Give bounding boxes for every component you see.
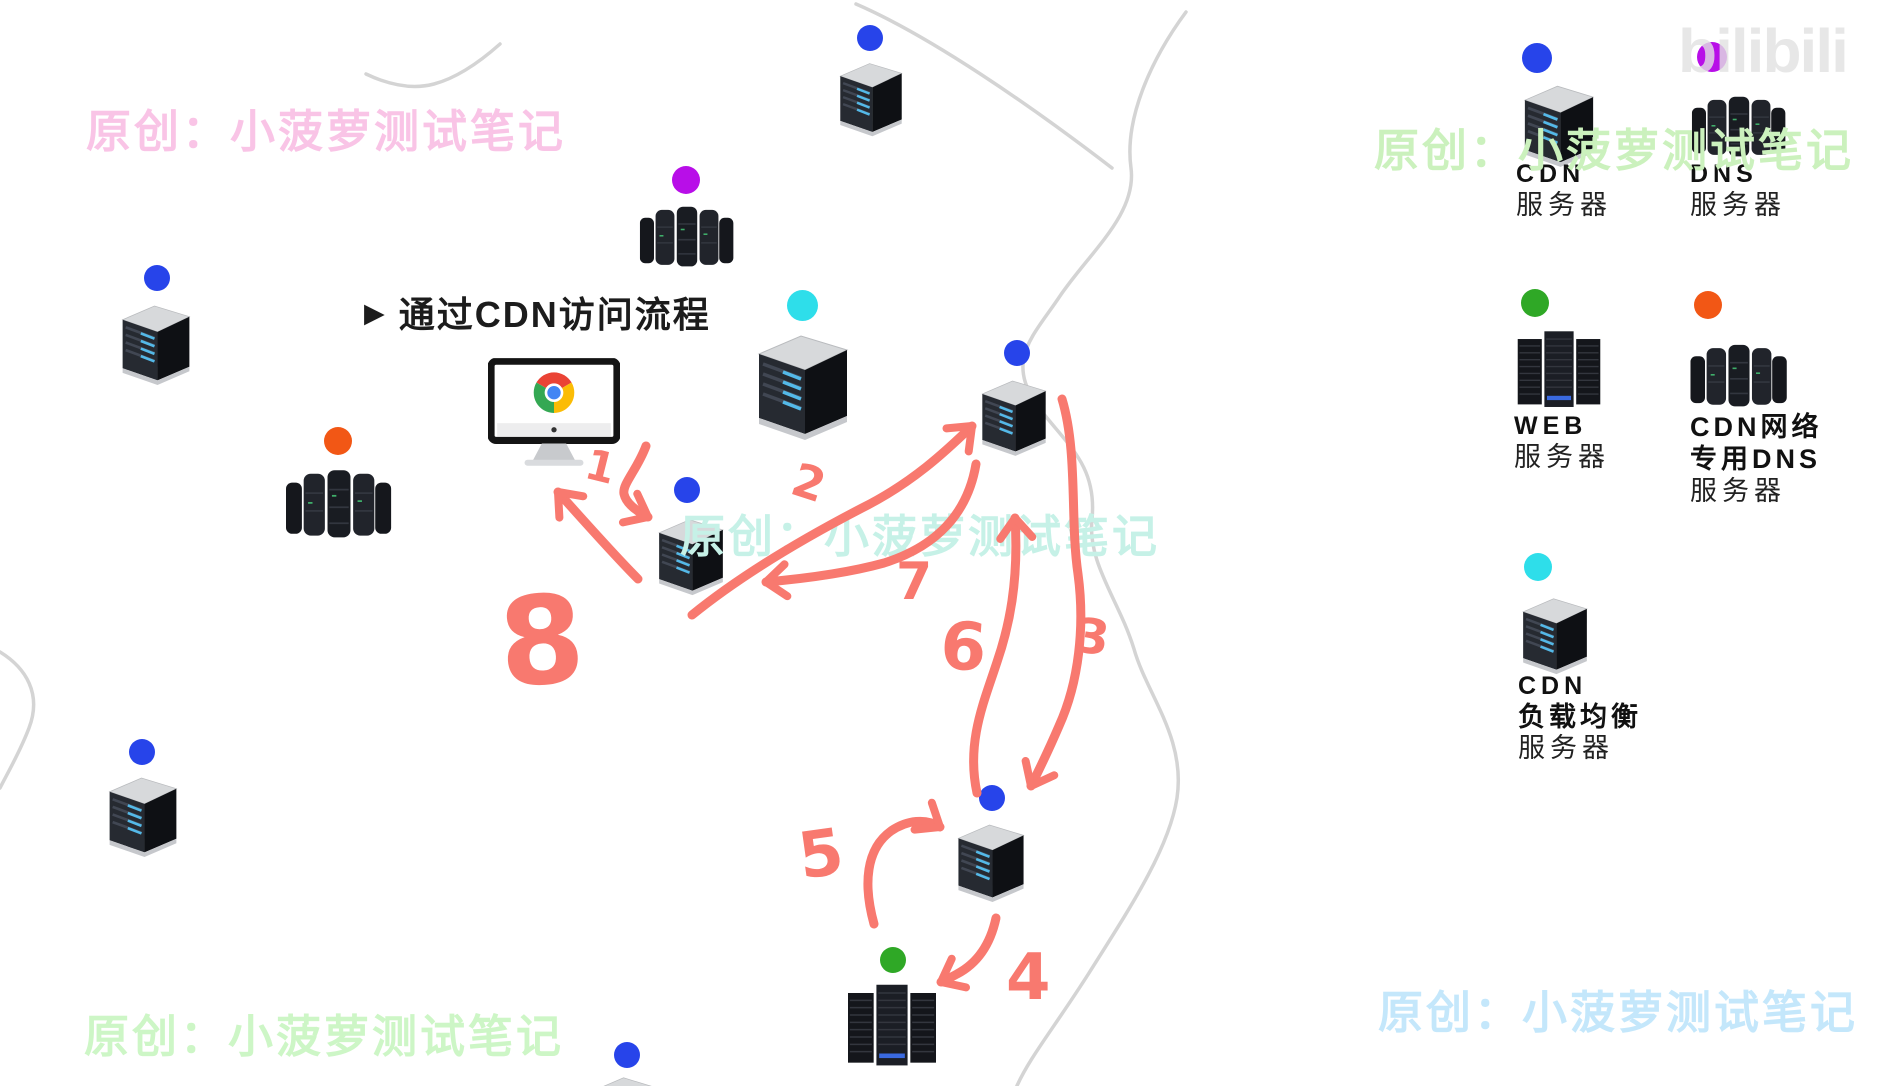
node-dot-web-server-south — [880, 947, 906, 973]
node-dot-server-west — [144, 265, 170, 291]
tower-server-icon — [1518, 593, 1592, 677]
tower-server-icon — [836, 58, 906, 139]
map-border-paths — [0, 2, 1188, 1086]
cluster-server-icon — [1688, 340, 1790, 408]
legend-label-web: WEB 服务器 — [1514, 412, 1610, 472]
cluster-server-icon — [286, 464, 392, 540]
node-dot-cdn-server-south — [979, 785, 1005, 811]
legend-label-cdn-lb: CDN 负载均衡 服务器 — [1518, 672, 1642, 764]
legend-dot-cdn — [1522, 43, 1552, 73]
tower-server-icon — [588, 1072, 662, 1086]
node-dot-local-dns — [674, 477, 700, 503]
rack-server-icon — [1516, 328, 1602, 412]
tower-server-icon — [978, 374, 1050, 460]
tower-server-icon — [104, 772, 182, 860]
legend-dot-web — [1521, 289, 1549, 317]
rack-server-icon — [846, 982, 938, 1070]
tower-server-icon — [118, 300, 194, 388]
legend-label-dns: DNS 服务器 — [1690, 160, 1786, 220]
node-dot-dns-cluster-west — [324, 427, 352, 455]
cluster-server-icon — [1688, 92, 1790, 158]
page-title-text: 通过CDN访问流程 — [398, 294, 711, 335]
node-dot-server-southwest — [129, 739, 155, 765]
node-dot-cdn-server-east — [1004, 340, 1030, 366]
node-dot-server-bottom-edge — [614, 1042, 640, 1068]
node-dot-dns-cluster-north — [672, 166, 700, 194]
legend-label-cdn: CDN 服务器 — [1516, 160, 1612, 220]
tower-server-icon — [1516, 80, 1602, 170]
tower-server-icon — [752, 328, 854, 444]
node-dot-server-north — [857, 25, 883, 51]
cluster-server-icon — [636, 202, 738, 268]
page-title: ▶ 通过CDN访问流程 — [364, 286, 711, 338]
tower-server-icon — [652, 514, 730, 598]
client-imac-icon — [488, 358, 620, 468]
legend-dot-cdn-dns — [1694, 291, 1722, 319]
legend-dot-dns — [1697, 42, 1727, 72]
node-dot-cdn-lb-center — [787, 290, 818, 321]
play-marker-icon: ▶ — [364, 297, 387, 328]
legend-dot-cdn-lb — [1524, 553, 1552, 581]
tower-server-icon — [954, 818, 1028, 906]
legend-label-cdn-dns: CDN网络 专用DNS 服务器 — [1690, 412, 1823, 506]
